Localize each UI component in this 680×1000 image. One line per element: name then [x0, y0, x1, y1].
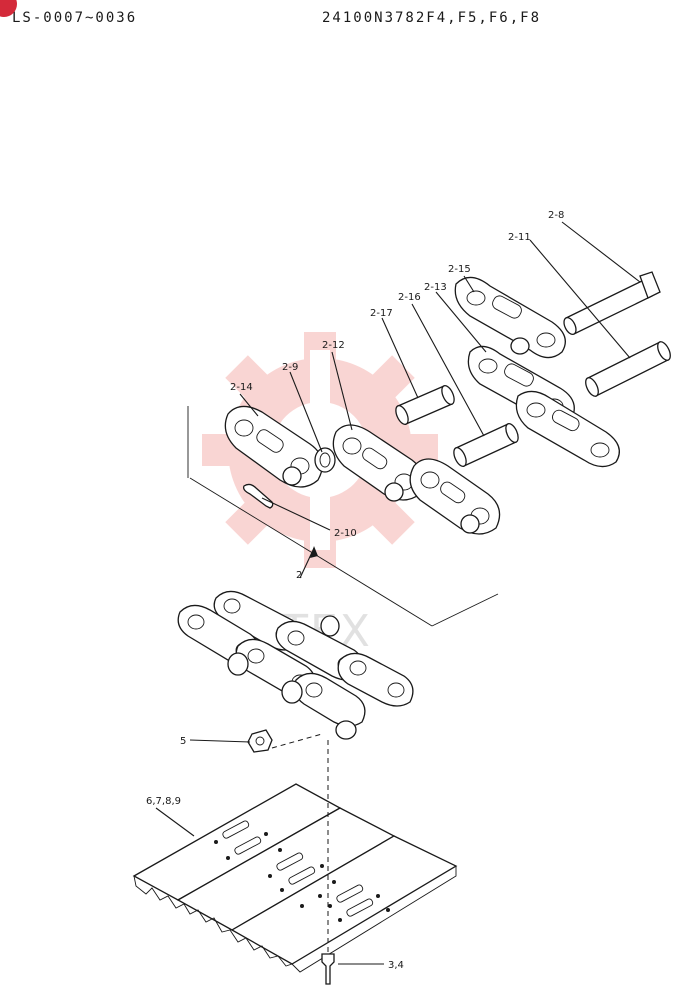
- callout-2-12: 2-12: [322, 340, 345, 351]
- corner-badge: [0, 0, 17, 17]
- callout-2: 2: [296, 570, 302, 581]
- callout-2-9: 2-9: [282, 362, 298, 373]
- seal-ring-2-9: [314, 447, 336, 473]
- header-right-code: 24100N3782F4,F5,F6,F8: [322, 10, 542, 26]
- track-link-2-16: [409, 458, 501, 535]
- track-link-2-13-outer: [515, 390, 620, 468]
- callout-2-13: 2-13: [424, 282, 447, 293]
- callout-2-17: 2-17: [370, 308, 393, 319]
- callout-2-10: 2-10: [334, 528, 357, 539]
- track-link-2-15: [454, 276, 566, 359]
- track-bolt-3-4: [321, 953, 335, 985]
- cotter-pin-2-10: [242, 483, 274, 509]
- callout-2-15: 2-15: [448, 264, 471, 275]
- bushing-2-11: [585, 341, 671, 397]
- callout-2-8: 2-8: [548, 210, 564, 221]
- track-shoe-plates: [132, 783, 458, 973]
- callout-6-7-8-9: 6,7,8,9: [146, 796, 181, 807]
- callout-3-4: 3,4: [388, 960, 404, 971]
- callout-2-14: 2-14: [230, 382, 253, 393]
- assembly-frame-lines: [187, 406, 499, 627]
- callout-2-11: 2-11: [508, 232, 531, 243]
- callout-5: 5: [180, 736, 186, 747]
- track-nut-5: [247, 729, 273, 753]
- pin-2-16: [453, 422, 519, 468]
- leader-lines: [155, 221, 641, 965]
- assembled-track-chain: [177, 590, 414, 740]
- nut-dash-line: [271, 733, 323, 749]
- arrow-icon: [310, 546, 318, 558]
- bushing-2-17: [395, 384, 455, 426]
- callout-2-16: 2-16: [398, 292, 421, 303]
- master-pin-2-8: [563, 271, 661, 336]
- header-left-code: LS-0007~0036: [12, 10, 138, 26]
